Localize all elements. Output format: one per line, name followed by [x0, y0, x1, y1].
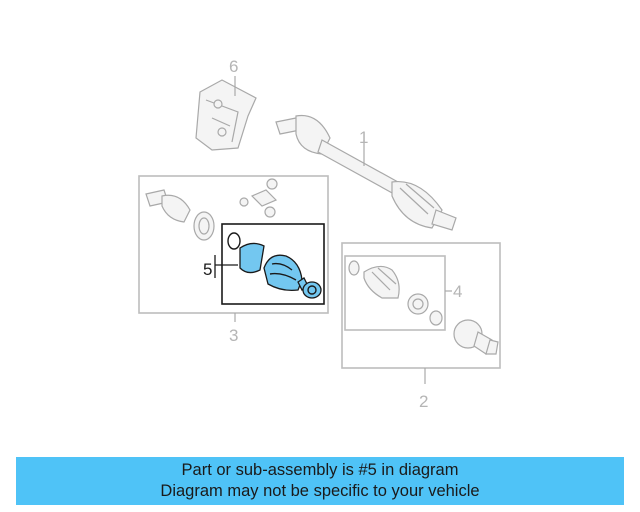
part-5-inner-ring[interactable] — [239, 242, 265, 274]
part-4-inner-joint — [348, 260, 443, 326]
part-5-boot-folds — [269, 262, 297, 281]
banner-line-1: Part or sub-assembly is #5 in diagram — [181, 461, 459, 479]
assembly-4-box — [344, 255, 446, 331]
callout-1: 1 — [359, 128, 368, 147]
part-3-outer-joint — [145, 178, 278, 241]
part-5-clamp-large[interactable] — [302, 281, 322, 299]
banner-line-2: Diagram may not be specific to your vehi… — [160, 482, 480, 500]
callout-2: 2 — [419, 392, 428, 411]
callout-6: 6 — [229, 57, 238, 76]
parts-diagram: 6 1 3 5 — [138, 57, 501, 411]
assembly-2-box — [341, 242, 501, 369]
part-5-boot[interactable] — [263, 254, 303, 292]
part-5-boot-kit[interactable] — [227, 232, 322, 299]
callout-3: 3 — [229, 326, 238, 345]
callout-5: 5 — [203, 260, 212, 279]
assembly-3-box — [138, 175, 329, 314]
part-5-clamp-hole — [307, 285, 317, 295]
part-2-cv-joint — [453, 319, 499, 355]
info-banner: Part or sub-assembly is #5 in diagram Di… — [16, 457, 624, 505]
assembly-5-box — [221, 223, 325, 305]
callout-4: 4 — [453, 282, 462, 301]
part-1-axle-shaft — [275, 114, 457, 231]
part-5-clamp-small[interactable] — [227, 232, 241, 250]
part-6-bracket — [195, 79, 257, 151]
